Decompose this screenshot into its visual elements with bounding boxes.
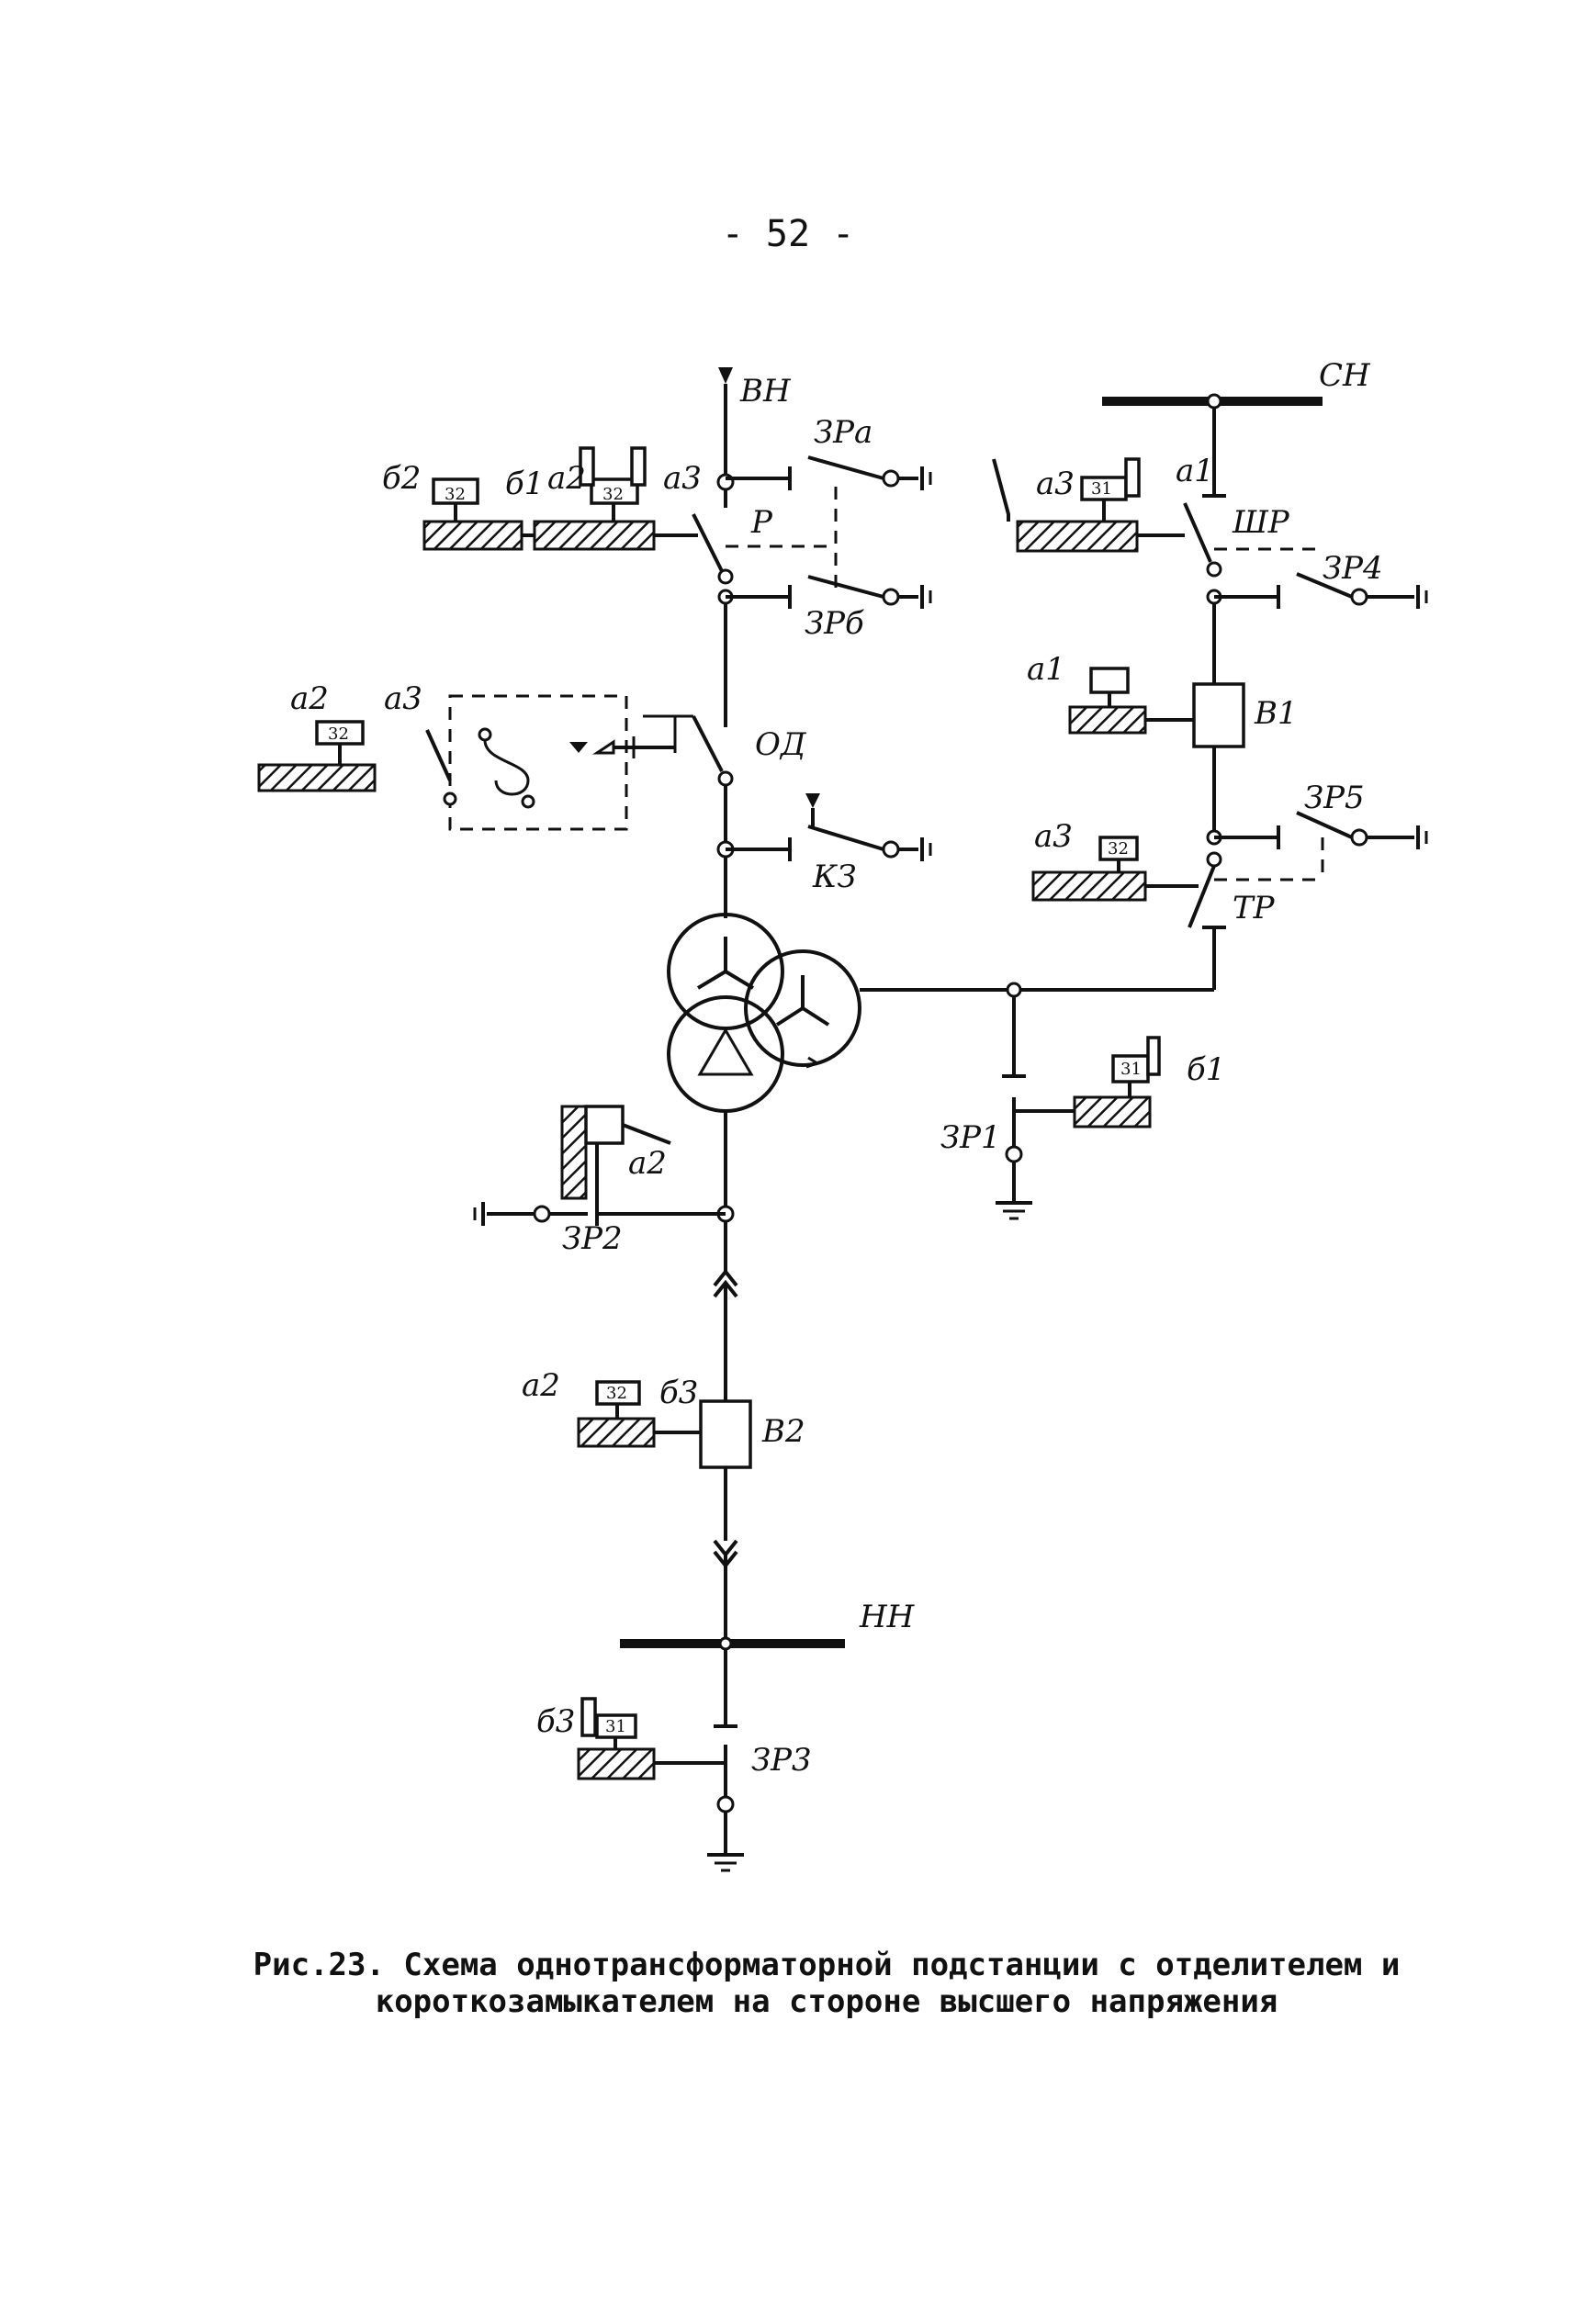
- shr-drive: а3 а1 31: [992, 453, 1214, 553]
- label-zra: ЗРа: [814, 414, 872, 451]
- label-od: ОД: [755, 726, 807, 763]
- label-zr5: ЗР5: [1304, 780, 1365, 816]
- earthing-switch-zr2: ЗР2 а2: [473, 1105, 726, 1257]
- label-b1-top: б1: [505, 466, 544, 502]
- lock-label-8: 31: [1120, 1060, 1142, 1079]
- page-number: - 52 -: [721, 213, 855, 255]
- caption-line-1: Рис.23. Схема однотрансформаторной подст…: [253, 1947, 1401, 1983]
- earthing-switch-zrb: ЗРб: [726, 575, 932, 642]
- label-a3-shr: а3: [1036, 466, 1075, 502]
- earthing-switch-zr1: ЗР1 б1 31: [940, 996, 1225, 1220]
- short-circuiter-kz: КЗ: [726, 793, 932, 895]
- label-b3-zr3: б3: [536, 1703, 575, 1740]
- label-vn: ВН: [739, 373, 792, 410]
- label-a3-od: а3: [384, 680, 422, 717]
- label-a2-zr2: а2: [628, 1145, 667, 1182]
- earthing-switch-zr3: ЗР3 б3 31: [536, 1649, 812, 1872]
- label-kz: КЗ: [812, 859, 857, 895]
- separator-od: ОД: [692, 715, 807, 918]
- hv-feeder: ВН: [716, 367, 792, 500]
- label-sn: СН: [1319, 357, 1371, 394]
- lv-bus-nn: НН: [620, 1599, 916, 1651]
- lock-label-1: 32: [445, 485, 466, 504]
- disconnector-tr: ТР а3 32: [1031, 818, 1276, 990]
- label-zrb: ЗРб: [805, 605, 864, 642]
- caption-line-2: короткозамыкателем на стороне высшего на…: [375, 1983, 1278, 2020]
- label-a2-v2: а2: [522, 1367, 560, 1404]
- label-tr: ТР: [1233, 890, 1276, 926]
- v2-drive: а2 б3 32: [522, 1367, 701, 1448]
- lock-label-7: 32: [1108, 839, 1129, 859]
- earthing-switch-zra: ЗРа: [726, 414, 932, 490]
- mv-link: [860, 982, 1214, 998]
- figure-caption: Рис.23. Схема однотрансформаторной подст…: [165, 1947, 1488, 2020]
- label-zr2: ЗР2: [562, 1220, 623, 1257]
- disconnector-r: Р: [692, 500, 773, 716]
- lock-label-6: 31: [1091, 479, 1112, 499]
- label-zr3: ЗР3: [751, 1742, 812, 1779]
- lock-label-5: 31: [605, 1717, 626, 1736]
- mv-bus-sn: СН: [1102, 357, 1371, 410]
- label-v1: В1: [1254, 695, 1298, 732]
- three-winding-transformer: [667, 913, 861, 1113]
- lv-feeder: В2: [699, 1111, 805, 1644]
- label-v2: В2: [761, 1413, 805, 1450]
- lock-label-3: 32: [328, 724, 349, 744]
- label-a1-shr: а1: [1176, 453, 1214, 489]
- lock-label-2: 32: [602, 485, 624, 504]
- label-shr: ШР: [1232, 504, 1290, 541]
- label-a2-od: а2: [290, 680, 329, 717]
- circuit-breaker-v1: В1 а1: [1027, 651, 1298, 831]
- od-drive-panel: а2 а3 32: [257, 680, 693, 831]
- earthing-switch-zr5: ЗР5: [1206, 780, 1428, 849]
- label-zr4: ЗР4: [1323, 550, 1383, 587]
- interlock-block-top: б2 б1 а2 а3 32 32: [382, 446, 702, 551]
- label-r: Р: [750, 504, 773, 541]
- label-b3-v2: б3: [659, 1375, 698, 1411]
- label-zr1: ЗР1: [940, 1119, 1001, 1156]
- label-b2-top: б2: [382, 460, 421, 497]
- earthing-switch-zr4: ЗР4: [1214, 550, 1428, 609]
- label-b1-zr1: б1: [1187, 1051, 1225, 1088]
- lock-label-4: 32: [606, 1384, 627, 1403]
- label-a3-top: а3: [663, 460, 702, 497]
- label-a2-top: а2: [547, 460, 586, 497]
- label-nn: НН: [859, 1599, 916, 1635]
- label-a3-tr: а3: [1034, 818, 1073, 855]
- label-a1-v1: а1: [1027, 651, 1065, 688]
- disconnector-shr: ШР: [1183, 408, 1290, 684]
